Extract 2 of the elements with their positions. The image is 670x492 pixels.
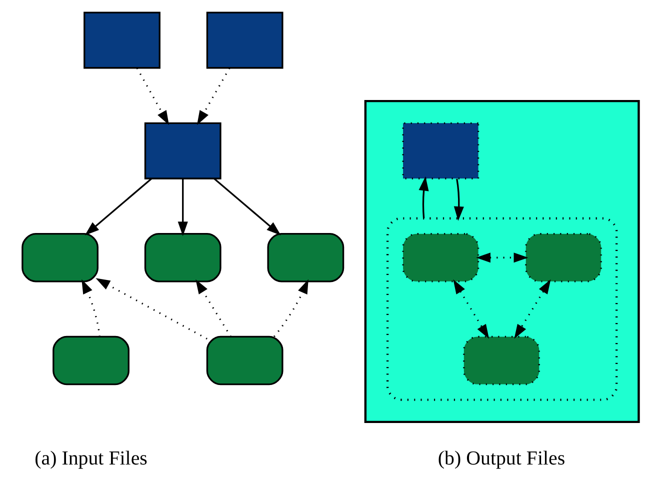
label: (a) Input Files	[34, 447, 148, 470]
label: (b) Output Files	[438, 447, 566, 470]
